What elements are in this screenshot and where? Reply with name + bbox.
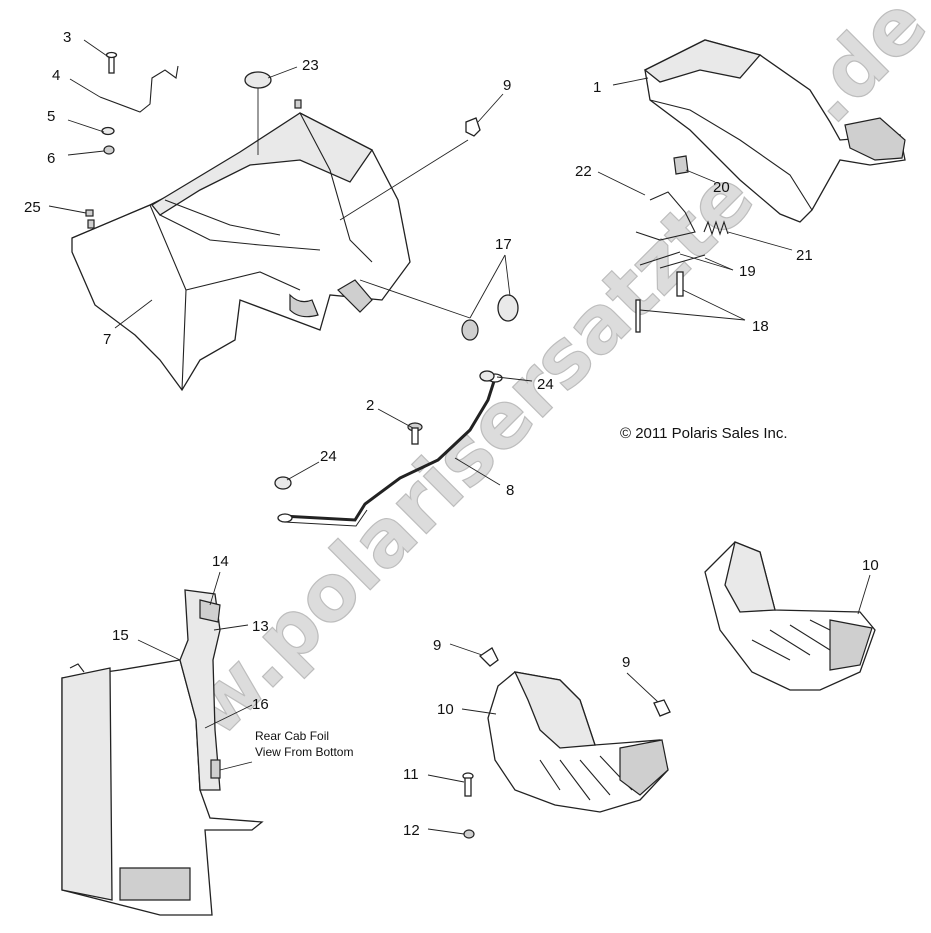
- callout-24-left: 24: [320, 448, 337, 465]
- clip-part-25: [85, 209, 94, 217]
- bolt-part-11: [462, 772, 474, 797]
- nut-part-6: [103, 145, 115, 155]
- bolt-part-3: [105, 51, 118, 74]
- footwell-part-10-rear: [704, 541, 876, 691]
- callout-6: 6: [47, 150, 55, 167]
- note-line-1: Rear Cab Foil: [255, 729, 329, 743]
- callout-19: 19: [739, 263, 756, 280]
- callout-25: 25: [24, 199, 41, 216]
- callout-9-right: 9: [622, 654, 630, 671]
- callout-23: 23: [302, 57, 319, 74]
- footwell-part-10-front: [487, 671, 669, 813]
- callout-5: 5: [47, 108, 55, 125]
- callout-20: 20: [713, 179, 730, 196]
- latch-part-22: [635, 191, 696, 241]
- cap-part-24-b: [479, 370, 495, 382]
- callout-1: 1: [593, 79, 601, 96]
- callout-9-top: 9: [503, 77, 511, 94]
- foil-view-note: Rear Cab Foil View From Bottom: [255, 729, 353, 759]
- callout-21: 21: [796, 247, 813, 264]
- callout-16: 16: [252, 696, 269, 713]
- callout-3: 3: [63, 29, 71, 46]
- callout-22: 22: [575, 163, 592, 180]
- bumper-part-20: [673, 155, 689, 175]
- copyright: © 2011 Polaris Sales Inc.: [620, 425, 788, 442]
- note-line-2: View From Bottom: [255, 745, 353, 759]
- callout-4: 4: [52, 67, 60, 84]
- callout-11: 11: [403, 766, 419, 783]
- push-rivet-part-9-lower-b: [653, 699, 671, 717]
- callout-18: 18: [752, 318, 769, 335]
- rod-part-4: [99, 65, 179, 113]
- callout-9-mid: 9: [433, 637, 441, 654]
- pin-part-19: [639, 251, 706, 269]
- push-rivet-part-9-lower-a: [478, 647, 499, 667]
- grommet-part-17-a: [461, 319, 479, 341]
- callout-13: 13: [252, 618, 269, 635]
- callout-numbers: 1 2 3 4 5 6 7 8 9 9 9 10 10 11 12 13 14 …: [24, 29, 879, 839]
- washer-part-5: [101, 126, 115, 136]
- support-rod-part-8: [277, 373, 503, 527]
- callout-10-rear: 10: [862, 557, 879, 574]
- callout-12: 12: [403, 822, 420, 839]
- seat-part-1: [643, 39, 906, 223]
- callout-10-front: 10: [437, 701, 454, 718]
- callout-8: 8: [506, 482, 514, 499]
- cap-part-23: [244, 71, 272, 89]
- callout-2: 2: [366, 397, 374, 414]
- grommet-part-17-b: [497, 294, 519, 322]
- rear-cab-foil-view: [61, 589, 264, 916]
- nut-part-12: [463, 829, 475, 839]
- pin-part-18: [635, 271, 684, 333]
- push-rivet-part-9-top: [465, 117, 481, 137]
- leader-lines: [48, 39, 871, 835]
- callout-7: 7: [103, 331, 111, 348]
- screw-part-2: [407, 422, 423, 445]
- callout-15: 15: [112, 627, 129, 644]
- callout-14: 14: [212, 553, 229, 570]
- callout-17: 17: [495, 236, 512, 253]
- spring-part-21: [703, 220, 729, 236]
- callout-24-right: 24: [537, 376, 554, 393]
- rear-cab-part-7: [71, 99, 411, 392]
